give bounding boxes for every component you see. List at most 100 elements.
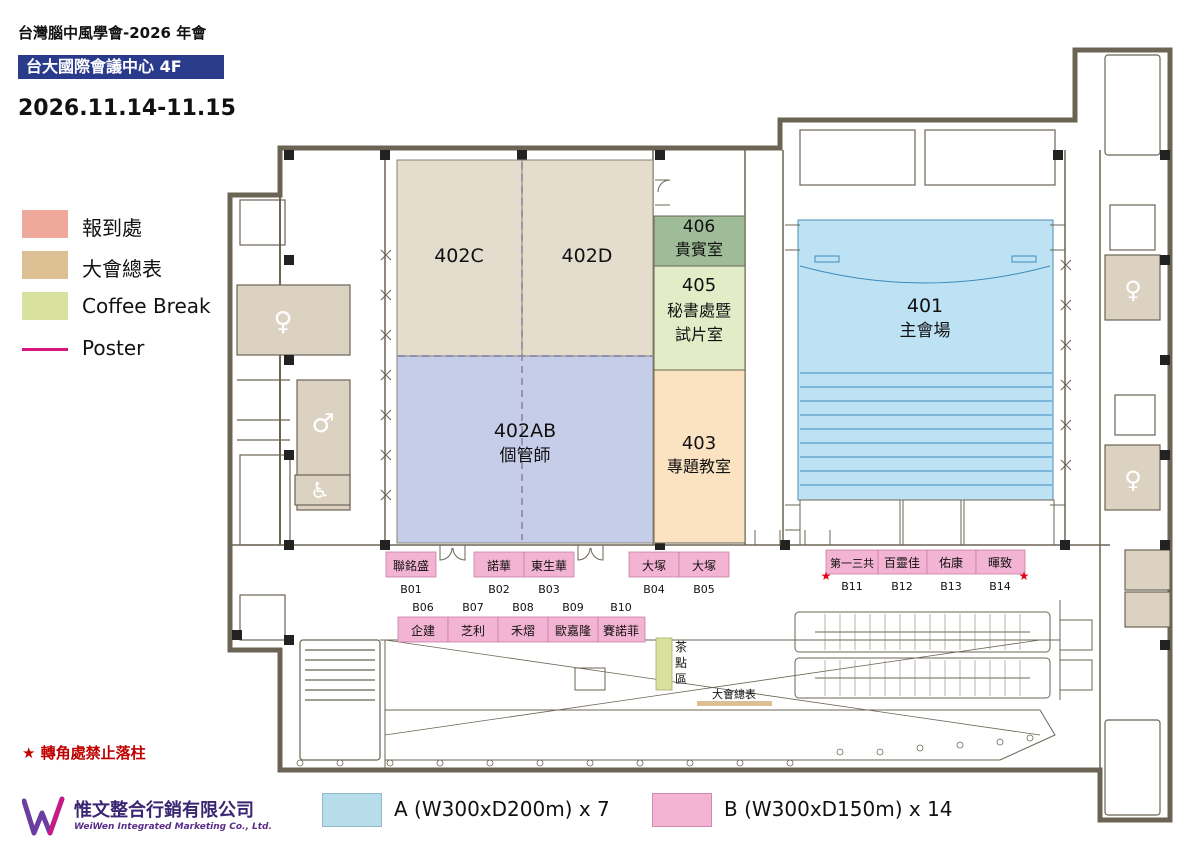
booth-b01: [385, 551, 437, 578]
legend-label: Coffee Break: [82, 294, 211, 318]
tea-area-label: 茶: [675, 639, 687, 654]
booth-name: 第一三共: [830, 556, 874, 570]
schedule-board: [697, 701, 772, 706]
restroom-icon: ♀: [1124, 276, 1142, 304]
accessible-icon: ♿: [310, 479, 330, 504]
room-403-label: 403: [682, 433, 716, 454]
company-name-en: WeiWen Integrated Marketing Co., Ltd.: [74, 822, 272, 832]
legend-label: 大會總表: [82, 257, 162, 281]
restroom-icon: ♀: [1124, 466, 1142, 494]
star-marker: ★: [821, 569, 832, 583]
booth-name: 佑康: [939, 555, 963, 570]
booth-name: 暉致: [988, 556, 1012, 570]
room-406-label: 406: [683, 217, 715, 237]
booth-b04: [628, 551, 680, 578]
structural-columns: [232, 150, 1170, 650]
venue-title: 台大國際會議中心 4F: [18, 55, 224, 79]
restroom-icon: ♀: [273, 307, 292, 337]
escalators: [794, 611, 1093, 699]
booth-code: B12: [891, 580, 913, 593]
room-405-sub2: 試片室: [675, 325, 723, 344]
tea-area: [655, 637, 673, 691]
room-403: [653, 369, 746, 544]
room-402ab-sub: 個管師: [500, 446, 551, 466]
schedule-board-label: 大會總表: [712, 687, 756, 701]
company-name: 惟文整合行銷有限公司: [74, 800, 254, 821]
booth-name: 歐嘉隆: [555, 623, 591, 638]
booth-b09: [547, 616, 599, 643]
booth-name: 東生華: [531, 559, 567, 573]
booth-code: B02: [488, 583, 510, 596]
booth-code: B05: [693, 583, 715, 596]
booth-code: B10: [610, 601, 632, 614]
doors: [439, 179, 1065, 561]
booth-b12: [877, 549, 928, 575]
booth-name: 百靈佳: [884, 556, 920, 570]
booth-type-a-swatch: [322, 793, 382, 827]
room-401: [797, 219, 1054, 501]
event-dates: 2026.11.14-11.15: [18, 96, 236, 121]
booth-b03: [523, 551, 575, 578]
room-406-sub: 貴賓室: [675, 240, 723, 259]
company-logo: [22, 796, 65, 836]
booth-code: B08: [512, 601, 534, 614]
booth-code: B01: [400, 583, 422, 596]
legend-swatch-coffee: [22, 292, 68, 320]
auditorium-back-rooms: [799, 499, 1055, 546]
booth-b02: [473, 551, 525, 578]
booth-name: 諾華: [487, 558, 511, 573]
room-403-sub: 專題教室: [667, 457, 731, 476]
booth-name: 聯銘盛: [393, 558, 429, 573]
booth-name: 芝利: [461, 623, 485, 638]
room-402c-label: 402C: [434, 245, 484, 267]
booth-name: 企建: [411, 623, 435, 638]
booth-type-a: A (W300xD200m) x 7: [322, 793, 652, 827]
booth-name: 大塚: [642, 559, 666, 573]
legend-swatch-schedule: [22, 251, 68, 279]
booth-code: B03: [538, 583, 560, 596]
booth-code: B14: [989, 580, 1011, 593]
booth-name: 大塚: [692, 559, 716, 573]
booth-name: 賽諾菲: [603, 623, 639, 638]
legend-label: Poster: [82, 336, 145, 360]
tea-area-label: 點: [675, 656, 687, 670]
event-title: 台灣腦中風學會-2026 年會: [18, 24, 207, 42]
booth-type-b: B (W300xD150m) x 14: [652, 793, 972, 827]
legend-poster-line: [22, 348, 68, 351]
room-402d-label: 402D: [562, 245, 613, 267]
legend-swatch-registration: [22, 210, 68, 238]
service-rooms-right: [799, 54, 1171, 816]
escalator-steps: [824, 614, 1021, 696]
ceiling-lights: [296, 734, 1034, 767]
room-402ab: [396, 355, 654, 544]
window-frames: [380, 249, 1072, 501]
booth-code: B09: [562, 601, 584, 614]
booth-b08: [497, 616, 549, 643]
booth-b05: [678, 551, 730, 578]
booth-b10: [597, 616, 646, 643]
service-rooms-left: [236, 199, 381, 761]
booth-b14: [975, 549, 1026, 575]
booth-type-b-label: B (W300xD150m) x 14: [724, 797, 953, 821]
booth-code: B13: [940, 580, 962, 593]
booth-code: B11: [841, 580, 863, 593]
booth-name: 禾熠: [511, 623, 535, 638]
room-402d: [521, 159, 654, 357]
tea-area-label: 區: [675, 672, 687, 686]
room-402c: [396, 159, 523, 357]
booth-code: B06: [412, 601, 434, 614]
corner-note: ★ 轉角處禁止落柱: [22, 744, 146, 762]
room-401-label: 401: [907, 295, 943, 317]
room-405-label: 405: [682, 275, 716, 296]
booth-code: B04: [643, 583, 665, 596]
room-406: [653, 215, 746, 267]
star-marker: ★: [1019, 569, 1030, 583]
booth-type-b-swatch: [652, 793, 712, 827]
room-401-sub: 主會場: [900, 321, 951, 341]
booth-type-a-label: A (W300xD200m) x 7: [394, 797, 610, 821]
auditorium-seating: [799, 255, 1052, 486]
restroom-icon: ♂: [311, 409, 334, 439]
info-counter: [574, 667, 606, 691]
booth-b13: [926, 549, 977, 575]
